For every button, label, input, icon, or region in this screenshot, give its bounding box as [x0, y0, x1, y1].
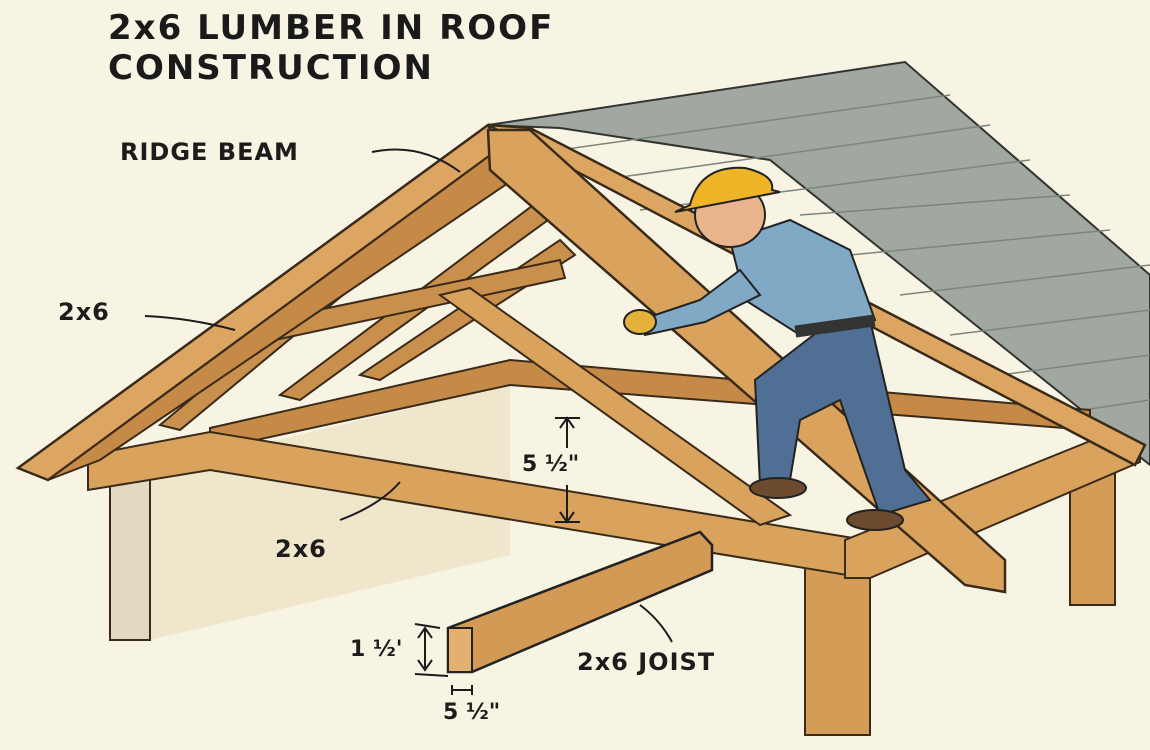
inner-rafters: [157, 148, 577, 432]
shingle-roof: [487, 60, 1150, 467]
beam-depth-label: 5 ½": [522, 452, 580, 477]
title-line-1: 2x6 LUMBER IN ROOF: [108, 8, 555, 48]
ridge-beam-label: RIDGE BEAM: [120, 138, 299, 166]
annotation-arrows: [144, 148, 673, 695]
joist-end: [447, 627, 473, 673]
page-title: 2x6 LUMBER IN ROOF CONSTRUCTION: [108, 8, 554, 88]
hard-hat: [674, 166, 781, 213]
worker: [623, 166, 932, 531]
front-post: [804, 559, 871, 736]
joist-label: 2x6 JOIST: [577, 648, 716, 676]
shingle-lines: [559, 94, 1150, 416]
thickness-label: 1 ½': [350, 637, 403, 662]
ceiling-beam-label: 2x6: [275, 535, 327, 563]
rafter-label: 2x6: [58, 298, 110, 326]
title-line-2: CONSTRUCTION: [108, 48, 434, 88]
diagonal-beam: [437, 286, 793, 527]
left-post: [109, 469, 151, 641]
width-label: 5 ½": [443, 700, 501, 725]
